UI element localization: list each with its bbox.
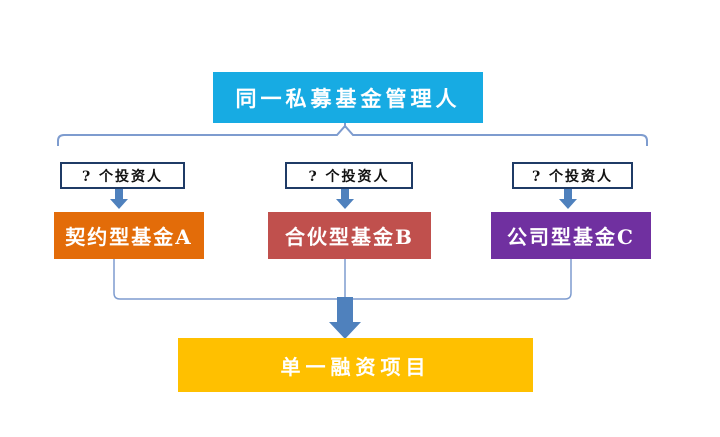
fund-box-company-c: 公司型基金C [491,212,651,259]
fund-box-contract-a: 契约型基金A [54,212,204,259]
fund-box-partnership-b: 合伙型基金B [268,212,431,259]
financing-project-box: 单一融资项目 [178,338,533,392]
down-arrow-icon [110,188,128,209]
big-down-arrow-icon [329,297,361,339]
down-arrow-icon [559,188,577,209]
investor-count-box-b: ? 个投资人 [285,162,413,189]
investor-count-box-c: ? 个投资人 [512,162,633,189]
investor-count-box-a: ? 个投资人 [60,162,185,189]
merge-elbow-connector [113,259,572,300]
manager-box: 同一私募基金管理人 [213,72,483,123]
down-arrow-icon [336,188,354,209]
bracket-brace [57,124,648,146]
